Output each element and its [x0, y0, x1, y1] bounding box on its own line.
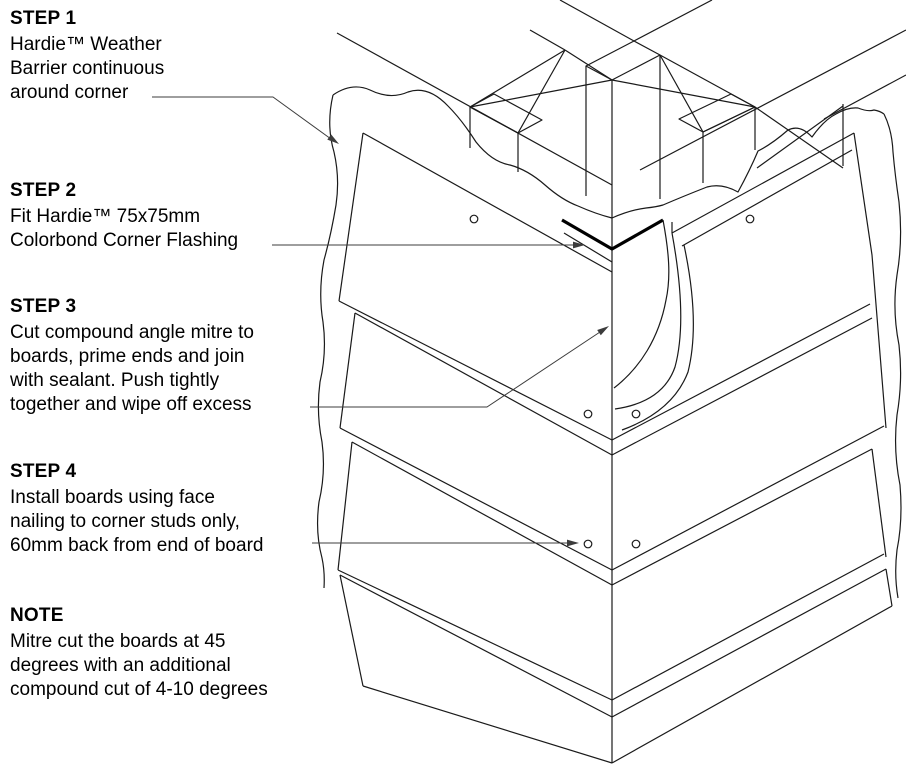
- step-3-body: Cut compound angle mitre to boards, prim…: [10, 322, 254, 415]
- left-weatherboards: [337, 132, 613, 764]
- step-1-heading: STEP 1: [10, 8, 77, 29]
- flashing-right-face-edge: [613, 219, 670, 389]
- note-heading: NOTE: [10, 605, 64, 626]
- cutaway-outer-edge: [621, 244, 694, 431]
- step-3-leader: [310, 326, 609, 408]
- nail-icon: [631, 539, 641, 549]
- face-nails: [469, 214, 755, 549]
- step-1-body: Hardie™ Weather Barrier continuous aroun…: [10, 34, 165, 103]
- step-4-leader: [312, 539, 579, 547]
- leader-arrows: [152, 96, 609, 547]
- cutaway-inner-edge: [614, 232, 682, 410]
- step-4-annotation: STEP 4 Install boards using face nailing…: [10, 461, 340, 558]
- colorbond-corner-flashing: [561, 218, 694, 763]
- step-1-leader: [152, 96, 339, 144]
- right-weatherboards: [611, 132, 893, 764]
- step-2-leader: [272, 241, 585, 249]
- nail-icon: [631, 409, 641, 419]
- wall-framing-with-cross-bracing: [336, 0, 906, 249]
- nail-icon: [583, 539, 593, 549]
- nail-icon: [583, 409, 593, 419]
- nail-icon: [469, 214, 479, 224]
- note-body: Mitre cut the boards at 45 degrees with …: [10, 631, 268, 700]
- flashing-chevron: [561, 218, 664, 251]
- step-3-annotation: STEP 3 Cut compound angle mitre to board…: [10, 296, 340, 417]
- nail-icon: [745, 214, 755, 224]
- step-3-heading: STEP 3: [10, 296, 77, 317]
- step-2-annotation: STEP 2 Fit Hardie™ 75x75mm Colorbond Cor…: [10, 180, 340, 253]
- step-4-heading: STEP 4: [10, 461, 77, 482]
- step-2-body: Fit Hardie™ 75x75mm Colorbond Corner Fla…: [10, 206, 239, 251]
- step-4-body: Install boards using face nailing to cor…: [10, 487, 264, 556]
- note-annotation: NOTE Mitre cut the boards at 45 degrees …: [10, 605, 340, 702]
- step-2-heading: STEP 2: [10, 180, 77, 201]
- weather-barrier-wrap: [316, 86, 902, 599]
- step-1-annotation: STEP 1 Hardie™ Weather Barrier continuou…: [10, 8, 340, 105]
